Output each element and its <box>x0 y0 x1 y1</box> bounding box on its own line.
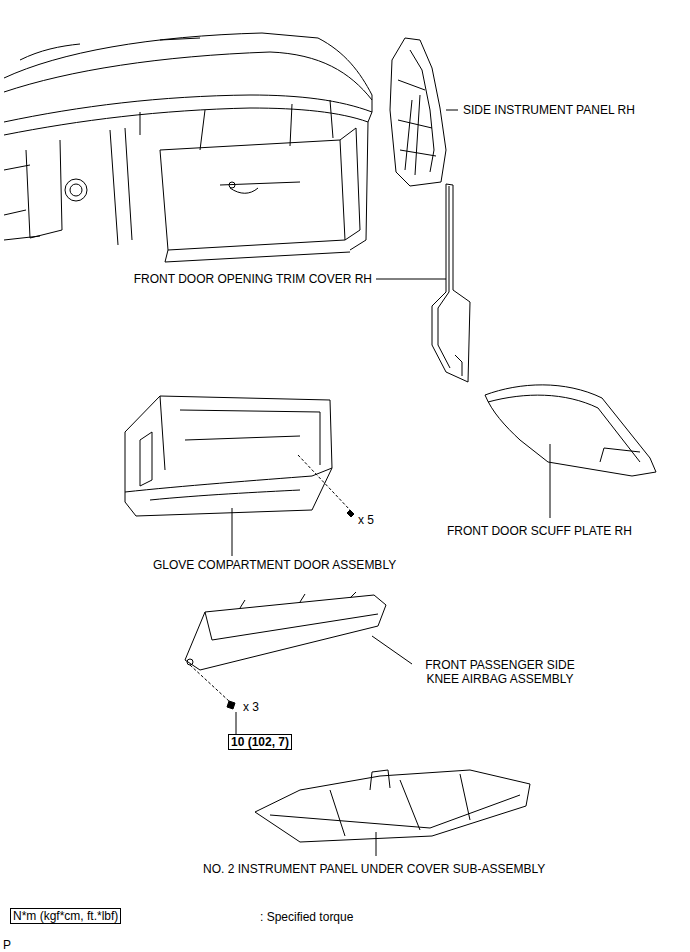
under-cover-part <box>255 770 530 856</box>
torque-box: 10 (102, 7) <box>228 734 292 750</box>
part-name: GLOVE COMPARTMENT DOOR ASSEMBLY <box>153 558 396 572</box>
knee-airbag-part <box>185 592 412 734</box>
instrument-panel <box>4 33 372 262</box>
part-name: SIDE INSTRUMENT PANEL RH <box>463 103 635 117</box>
part-name: NO. 2 INSTRUMENT PANEL UNDER COVER SUB-A… <box>203 862 545 876</box>
part-name: FRONT PASSENGER SIDE KNEE AIRBAG ASSEMBL… <box>410 658 590 686</box>
part-name: FRONT DOOR SCUFF PLATE RH <box>447 524 632 538</box>
scuff-plate-part <box>485 385 656 518</box>
figure-code: P <box>3 938 11 952</box>
unit-box: N*m (kgf*cm, ft.*lbf) <box>10 908 121 924</box>
legend-text: : Specified torque <box>260 910 353 924</box>
quantity-mark: x 5 <box>358 513 374 527</box>
part-name: FRONT DOOR OPENING TRIM COVER RH <box>134 272 372 286</box>
side-panel-part <box>390 38 458 186</box>
trim-cover-part <box>376 184 470 382</box>
box-text: N*m (kgf*cm, ft.*lbf) <box>13 909 118 923</box>
box-text: 10 (102, 7) <box>231 735 289 749</box>
glove-box-part <box>125 396 354 556</box>
quantity-mark: x 3 <box>243 700 259 714</box>
